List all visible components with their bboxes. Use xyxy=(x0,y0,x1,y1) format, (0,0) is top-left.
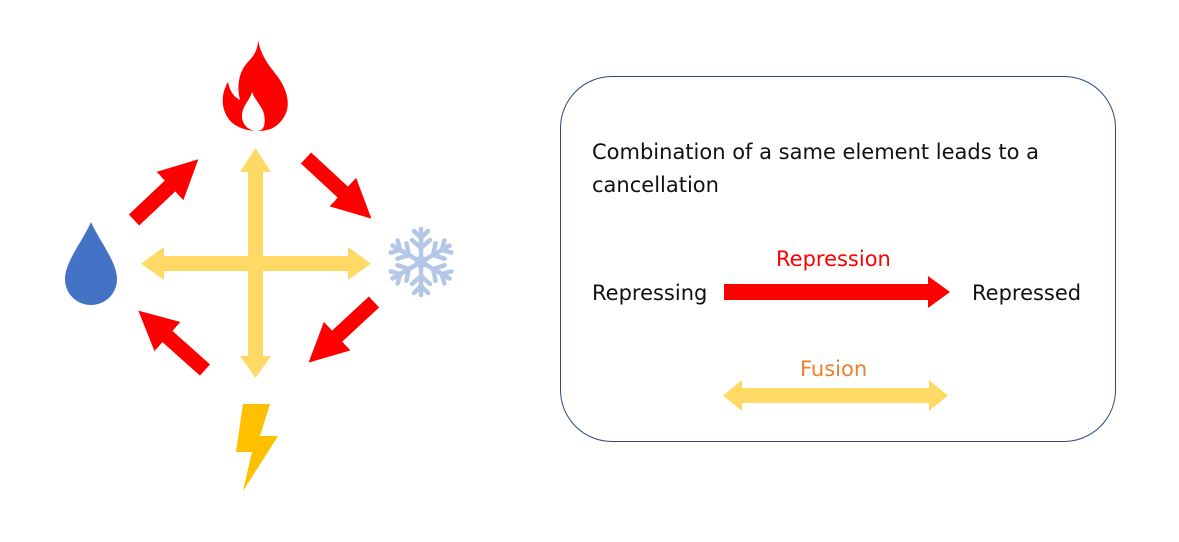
snowflake-icon xyxy=(388,226,454,295)
fusion-label: Fusion xyxy=(800,357,868,381)
repression-arrow-lightning-to-water xyxy=(138,310,210,376)
repressing-label: Repressing xyxy=(592,281,708,305)
fusion-arrow-horizontal xyxy=(141,247,371,280)
repression-arrow-ice-to-lightning xyxy=(308,296,380,363)
legend-box xyxy=(560,76,1116,442)
legend-description: Combination of a same element leads to a… xyxy=(592,140,1039,197)
repression-arrow-fire-to-ice xyxy=(300,152,372,219)
repression-label: Repression xyxy=(776,247,891,271)
repression-arrow-water-to-fire xyxy=(128,159,199,226)
fire-icon xyxy=(222,40,288,131)
repressed-label: Repressed xyxy=(972,281,1082,305)
legend-fusion-arrow xyxy=(723,380,948,411)
legend-repression-arrow xyxy=(724,276,950,308)
lightning-icon xyxy=(236,404,278,491)
water-drop-icon xyxy=(65,222,117,305)
